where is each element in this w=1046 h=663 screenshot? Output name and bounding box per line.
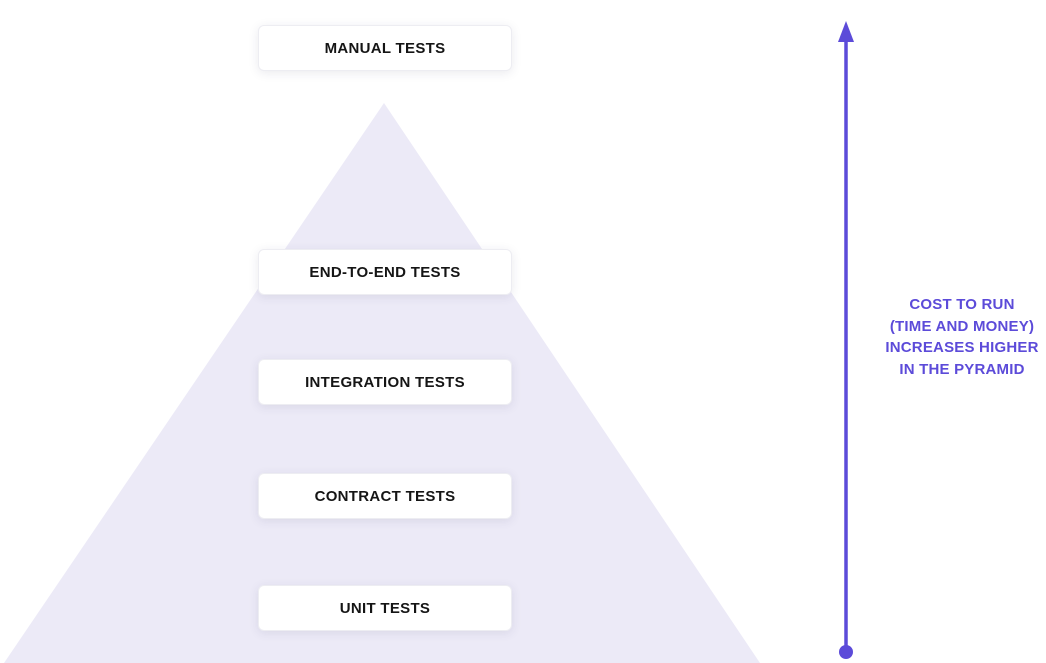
pyramid-level-label: END-TO-END TESTS — [309, 263, 461, 281]
pyramid-level-unit-tests: UNIT TESTS — [258, 585, 512, 631]
pyramid-level-label: UNIT TESTS — [339, 599, 431, 617]
pyramid-level-label: INTEGRATION TESTS — [305, 373, 465, 391]
cost-annotation-line: (TIME AND MONEY) — [889, 317, 1035, 335]
pyramid-level-manual-tests: MANUAL TESTS — [258, 25, 512, 71]
pyramid-level-label: MANUAL TESTS — [324, 39, 446, 57]
cost-annotation-line: IN THE PYRAMID — [899, 360, 1025, 378]
arrow-base-dot-icon — [839, 645, 853, 659]
pyramid-level-end-to-end-tests: END-TO-END TESTS — [258, 249, 512, 295]
pyramid-level-integration-tests: INTEGRATION TESTS — [258, 359, 512, 405]
pyramid-level-contract-tests: CONTRACT TESTS — [258, 473, 512, 519]
pyramid-level-label: CONTRACT TESTS — [314, 487, 456, 505]
cost-annotation-line: INCREASES HIGHER — [885, 339, 1039, 356]
cost-annotation: COST TO RUN (TIME AND MONEY) INCREASES H… — [873, 294, 1046, 380]
cost-annotation-line: COST TO RUN — [909, 296, 1015, 313]
arrow-up-head-icon — [838, 21, 854, 42]
